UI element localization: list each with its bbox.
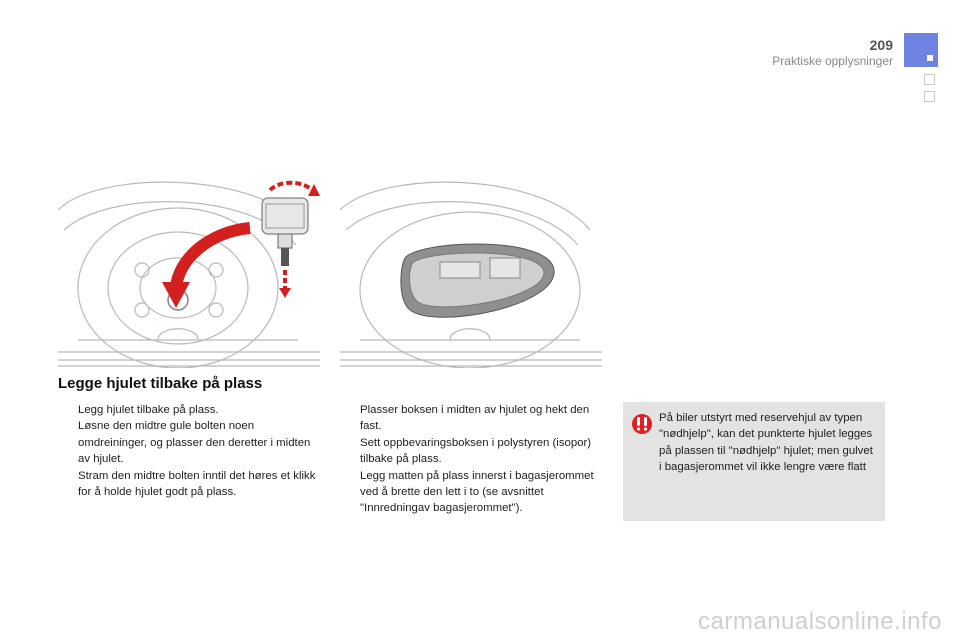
bolt <box>261 197 309 266</box>
page-number: 209 <box>869 37 893 53</box>
list-item: Plasser boksen i midten av hjulet og hek… <box>340 402 608 435</box>
watermark: carmanualsonline.info <box>698 608 942 635</box>
storage-box-illustration <box>340 181 602 368</box>
list-item: Løsne den midtre gule bolten noen omdrei… <box>58 418 318 467</box>
list-item: Sett oppbevaringsboksen i polystyren (is… <box>340 435 608 468</box>
section-heading: Legge hjulet tilbake på plass <box>58 375 263 392</box>
chapter-tab[interactable] <box>904 33 938 67</box>
list-item: Legg hjulet tilbake på plass. <box>58 402 318 418</box>
warning-note: På biler utstyrt med reservehjul av type… <box>623 402 885 521</box>
section-title: Praktiske opplysninger <box>772 54 893 68</box>
warning-text: På biler utstyrt med reservehjul av type… <box>659 412 873 474</box>
step-list-left: Legg hjulet tilbake på plass. Løsne den … <box>58 402 318 500</box>
warning-icon <box>632 414 652 434</box>
step-list-right: Plasser boksen i midten av hjulet og hek… <box>340 402 608 517</box>
step-text: Stram den midtre bolten inntil det høres… <box>78 469 316 499</box>
list-item: Stram den midtre bolten inntil det høres… <box>58 468 318 501</box>
step-text: Legg matten på plass innerst i bagasjero… <box>360 469 594 515</box>
spare-wheel-bolt-illustration <box>58 180 320 368</box>
step-text: Plasser boksen i midten av hjulet og hek… <box>360 404 590 433</box>
step-text: Legg hjulet tilbake på plass. <box>78 404 219 416</box>
list-item: Legg matten på plass innerst i bagasjero… <box>340 468 608 517</box>
chapter-tab-empty[interactable] <box>924 74 935 85</box>
step-text: Sett oppbevaringsboksen i polystyren (is… <box>360 436 592 466</box>
step-text: Løsne den midtre gule bolten noen omdrei… <box>78 420 311 466</box>
tab-marker <box>927 55 933 61</box>
chapter-tab-empty[interactable] <box>924 91 935 102</box>
